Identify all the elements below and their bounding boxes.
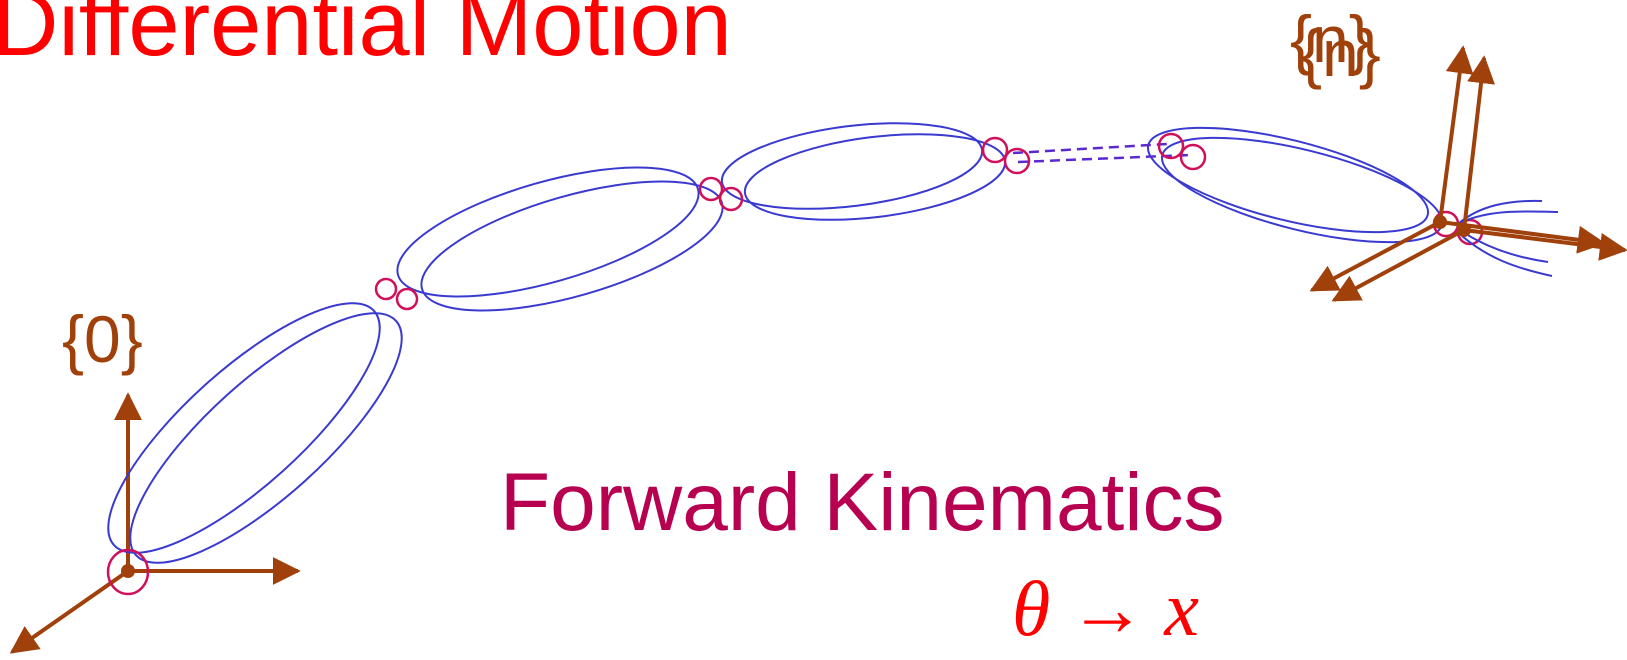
base-frame-axes [9, 392, 301, 654]
end-z-axis-2 [1462, 55, 1495, 231]
base-origin-dot [121, 564, 135, 578]
joint-1b [395, 287, 419, 311]
base-y-axis [9, 569, 130, 654]
base-frame-label: {0} [62, 302, 143, 376]
page-title: Differential Motion [0, 0, 732, 75]
end-frame-label: {n} [1290, 2, 1371, 76]
end-origin-dot [1433, 215, 1447, 229]
end-y-axis-2 [1331, 228, 1465, 302]
formula: θ→x [1012, 570, 1199, 648]
joint-nb [1179, 143, 1207, 171]
subtitle: Forward Kinematics [500, 457, 1225, 548]
joint-3a [981, 136, 1009, 164]
joint-2b [718, 186, 744, 212]
joint-base [106, 548, 150, 596]
end-z-axis-1 [1438, 45, 1474, 223]
joint-1a [374, 277, 398, 301]
omitted-links-dashes [1012, 142, 1191, 164]
link-3 [720, 122, 1007, 221]
formula-lhs: θ [1012, 565, 1051, 652]
end-frame-label-shadow: {n} [1300, 16, 1381, 90]
joint-na [1157, 132, 1185, 160]
formula-arrow: → [1068, 565, 1147, 652]
gripper [1457, 199, 1559, 277]
joint-2a [698, 176, 724, 202]
formula-rhs: x [1164, 565, 1199, 652]
end-x-axis-2 [1463, 228, 1627, 261]
link-1 [107, 302, 403, 564]
joint-3b [1003, 147, 1031, 175]
link-2 [396, 166, 724, 312]
end-frame-axes [1309, 45, 1627, 302]
end-origin-dot-2 [1457, 223, 1471, 237]
